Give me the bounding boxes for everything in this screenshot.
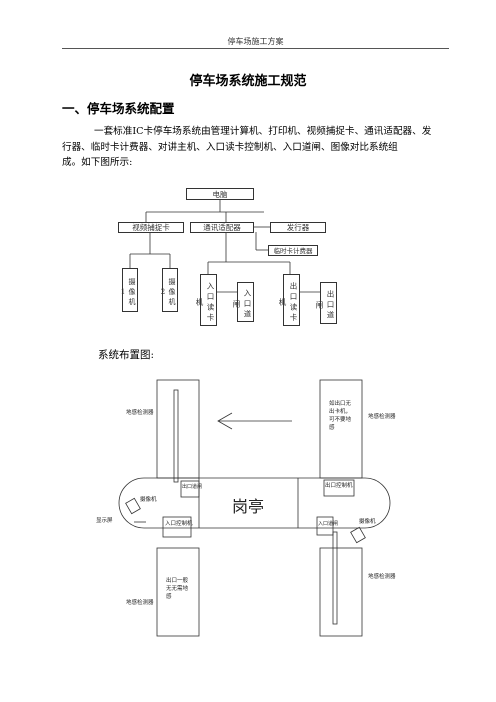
exit-note2-line: 无无需地 bbox=[166, 584, 189, 592]
header-rule bbox=[62, 48, 449, 49]
exit-gate-label: 出口道闸 bbox=[182, 483, 202, 490]
camera-label-right: 摄像机 bbox=[359, 517, 376, 525]
intro-paragraph: 一套标准IC卡停车场系统由管理计算机、打印机、视频捕捉卡、通讯适配器、发 行器、… bbox=[62, 124, 454, 171]
loop-detector-br: 地感检测器 bbox=[368, 572, 396, 580]
section-heading: 一、停车场系统配置 bbox=[62, 101, 175, 116]
entry-barrier-arm bbox=[332, 531, 338, 625]
exit-gate-box: 出口道闸 bbox=[315, 282, 337, 324]
exit-note-line: 出卡机， bbox=[329, 407, 351, 415]
paragraph-line: 成。如下图所示: bbox=[62, 157, 133, 168]
entry-reader-box: 入口读卡机 bbox=[195, 274, 217, 326]
exit-note2-line: 感 bbox=[166, 592, 172, 600]
loop-detector-tl: 地感检测器 bbox=[126, 408, 154, 416]
paragraph-line: 行器、临时卡计费器、对讲主机、入口读卡控制机、入口道闸、图像对比系统组 bbox=[62, 141, 398, 153]
entry-control-box bbox=[162, 516, 192, 538]
entry-gate-box bbox=[316, 516, 334, 536]
layout-diagram-label: 系统布置图: bbox=[98, 349, 155, 361]
exit-note-line: 可不要地 bbox=[329, 415, 352, 423]
exit-note-line: 感 bbox=[329, 423, 335, 431]
loop-detector-bl: 地感检测器 bbox=[126, 598, 154, 606]
left-lane-bottom bbox=[156, 547, 200, 637]
issuer-box: 发行器 bbox=[270, 222, 326, 233]
entry-control-label: 入口控制机 bbox=[165, 519, 193, 527]
page-header: 停车场施工方案 bbox=[227, 37, 284, 46]
exit-control-label: 出口控制机 bbox=[325, 481, 353, 489]
camera-1-box: 摄像机1 bbox=[119, 268, 138, 312]
computer-box: 电脑 bbox=[186, 188, 254, 200]
paragraph-line: 一套标准IC卡停车场系统由管理计算机、打印机、视频捕捉卡、通讯适配器、发 bbox=[94, 126, 432, 137]
arrow-head bbox=[217, 412, 233, 430]
loop-detector-tr: 地感检测器 bbox=[368, 412, 396, 420]
display-label: 显示屏 bbox=[96, 517, 113, 524]
island bbox=[118, 477, 391, 529]
camera-label-left: 摄像机 bbox=[140, 495, 157, 503]
exit-note2-line: 出口一般 bbox=[166, 576, 189, 584]
camera-2-box: 摄像机2 bbox=[159, 268, 178, 312]
exit-reader-box: 出口读卡机 bbox=[278, 274, 300, 326]
comm-adapter-box: 通讯适配器 bbox=[190, 222, 254, 233]
temp-card-billing-box: 临时卡计费器 bbox=[268, 245, 318, 256]
booth-label: 岗亭 bbox=[232, 497, 264, 516]
camera-icon-right bbox=[350, 526, 366, 544]
entry-gate-label: 入口道闸 bbox=[318, 520, 338, 527]
exit-control-box bbox=[323, 479, 355, 497]
exit-gate-box bbox=[180, 480, 200, 498]
right-lane-top bbox=[319, 379, 363, 479]
camera-icon-left bbox=[125, 497, 141, 515]
exit-note-line: 如出口无 bbox=[329, 399, 352, 407]
entry-gate-box: 入口道闸 bbox=[232, 282, 254, 322]
exit-barrier-arm bbox=[173, 389, 179, 483]
document-title: 停车场系统施工规范 bbox=[189, 74, 307, 89]
right-lane-bottom bbox=[319, 547, 363, 637]
video-capture-card-box: 视频捕捉卡 bbox=[118, 222, 184, 233]
